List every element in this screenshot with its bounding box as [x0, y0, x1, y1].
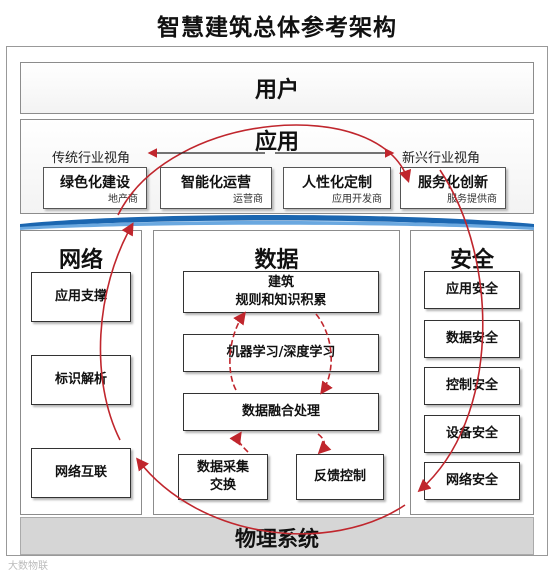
security-item-network: 网络安全 — [424, 462, 520, 500]
application-card-service-innovation: 服务化创新 服务提供商 — [400, 167, 506, 209]
card-subtitle: 服务提供商 — [447, 194, 497, 205]
network-item-interconnection: 网络互联 — [31, 448, 131, 498]
network-item-id-resolution: 标识解析 — [31, 355, 131, 405]
data-item-fusion: 数据融合处理 — [183, 393, 379, 431]
traditional-perspective-label: 传统行业视角 — [52, 151, 131, 166]
inner-loop-right-upper-arrow — [315, 313, 333, 395]
inner-loop-right-lower-arrow — [317, 433, 332, 455]
data-item-feedback-control: 反馈控制 — [296, 454, 384, 500]
security-item-control: 控制安全 — [424, 367, 520, 405]
physical-system-layer — [20, 517, 534, 555]
security-item-device: 设备安全 — [424, 415, 520, 453]
network-column-label: 网络 — [58, 248, 103, 273]
card-subtitle: 运营商 — [233, 194, 263, 205]
data-column-label: 数据 — [254, 248, 299, 273]
user-layer — [20, 62, 534, 114]
inner-loop-left-lower-arrow — [229, 431, 249, 453]
inner-loop-left-upper-arrow — [229, 311, 246, 391]
application-card-custom: 人性化定制 应用开发商 — [283, 167, 391, 209]
card-subtitle: 应用开发商 — [332, 194, 382, 205]
data-item-knowledge: 建筑 规则和知识积累 — [183, 271, 379, 313]
page-title: 智慧建筑总体参考架构 — [157, 15, 397, 41]
security-item-data: 数据安全 — [424, 320, 520, 358]
card-subtitle: 地产商 — [108, 194, 138, 205]
data-item-machine-learning: 机器学习/深度学习 — [183, 334, 379, 372]
application-layer-label: 应用 — [254, 130, 299, 155]
user-layer-label: 用户 — [254, 78, 299, 103]
application-card-green-construction: 绿色化建设 地产商 — [43, 167, 147, 209]
physical-system-label: 物理系统 — [235, 527, 319, 551]
card-title: 人性化定制 — [302, 175, 372, 191]
watermark: 大数物联 — [8, 561, 48, 572]
security-column-label: 安全 — [449, 248, 494, 273]
wave-divider — [20, 215, 534, 230]
security-item-application: 应用安全 — [424, 271, 520, 309]
card-title: 绿色化建设 — [60, 175, 130, 191]
outer-loop-bottom-arc-arrow — [136, 457, 406, 535]
outer-loop-right-arrow — [417, 169, 484, 493]
emerging-perspective-label: 新兴行业视角 — [402, 151, 481, 166]
outer-loop-top-arc-arrow — [117, 124, 412, 216]
card-title: 服务化创新 — [418, 175, 488, 191]
card-title: 智能化运营 — [181, 175, 251, 191]
data-item-collection: 数据采集 交换 — [178, 454, 268, 500]
architecture-frame — [6, 46, 548, 556]
application-card-smart-operation: 智能化运营 运营商 — [160, 167, 272, 209]
network-item-app-support: 应用支撑 — [31, 272, 131, 322]
outer-loop-left-arrow — [99, 222, 134, 441]
